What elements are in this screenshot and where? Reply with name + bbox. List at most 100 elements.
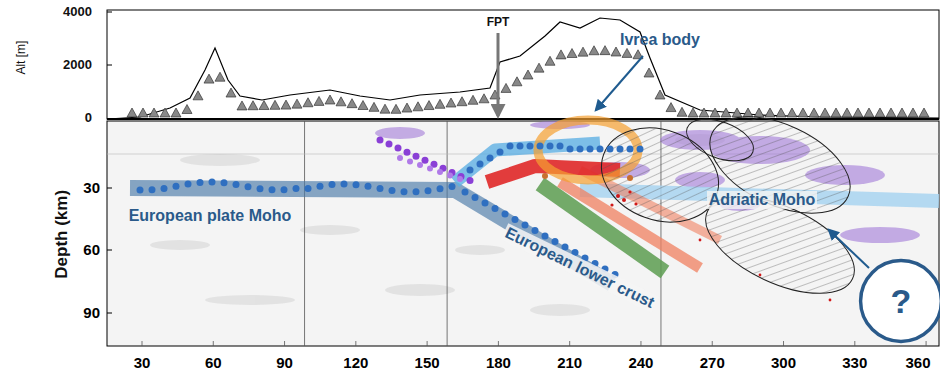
station-triangle <box>545 56 555 65</box>
station-triangle <box>919 108 929 117</box>
data-dot <box>149 186 156 193</box>
station-triangle <box>787 108 797 117</box>
data-dot <box>257 185 264 192</box>
station-triangle <box>908 108 918 117</box>
data-dot <box>245 183 252 190</box>
station-triangle <box>798 108 808 117</box>
data-dot <box>417 162 423 168</box>
axis-tick-label: 30 <box>134 355 151 372</box>
station-triangle <box>622 48 632 57</box>
data-dot <box>512 216 519 223</box>
data-dot <box>404 149 411 156</box>
station-triangle <box>754 108 764 117</box>
data-dot <box>305 185 312 192</box>
data-dot <box>317 183 324 190</box>
data-dot <box>293 185 300 192</box>
data-dot <box>587 146 594 153</box>
question-circle: ? <box>858 258 940 344</box>
data-dot <box>522 222 529 229</box>
station-triangle <box>171 108 181 117</box>
data-dot <box>537 143 544 150</box>
station-triangle <box>732 108 742 117</box>
data-dot <box>377 185 384 192</box>
axis-tick <box>569 341 570 346</box>
station-triangle <box>457 97 467 106</box>
station-triangle <box>347 99 357 108</box>
fault-label: FPT <box>487 16 510 29</box>
station-triangle <box>864 108 874 117</box>
axis-tick-label: 360 <box>905 355 930 372</box>
station-triangle <box>413 102 423 111</box>
axis-tick-label: 300 <box>771 355 796 372</box>
data-dot <box>269 186 276 193</box>
axis-tick <box>926 341 927 346</box>
node-text: ? <box>858 258 940 344</box>
station-triangle <box>138 108 148 117</box>
data-dot <box>437 185 444 192</box>
station-triangle <box>820 108 830 117</box>
station-triangle <box>875 108 885 117</box>
data-dot <box>137 186 144 193</box>
station-triangle <box>512 77 522 86</box>
station-triangle <box>776 108 786 117</box>
data-dot <box>637 146 644 153</box>
axis-tick-label: 90 <box>276 355 293 372</box>
axis-tick-label: 150 <box>415 355 440 372</box>
station-triangle <box>281 100 291 109</box>
station-triangle <box>358 101 368 110</box>
data-dot <box>542 233 549 240</box>
data-dot <box>507 143 514 150</box>
station-triangle <box>809 108 819 117</box>
axis-title: Depth (km) <box>53 190 72 279</box>
station-triangle <box>677 107 687 116</box>
axis-tick <box>498 341 499 346</box>
axis-tick <box>854 341 855 346</box>
data-dot <box>547 143 554 150</box>
data-dot <box>425 187 432 194</box>
station-triangle <box>886 108 896 117</box>
station-triangle <box>314 96 324 105</box>
station-triangle <box>567 49 577 58</box>
data-dot <box>477 161 484 168</box>
station-triangle <box>369 102 379 111</box>
data-dot <box>462 189 469 196</box>
station-triangle <box>831 108 841 117</box>
station-triangle <box>248 101 258 110</box>
data-dot <box>557 143 564 150</box>
data-dot <box>389 187 396 194</box>
data-dot <box>413 153 420 160</box>
data-dot <box>365 183 372 190</box>
station-triangle <box>699 108 709 117</box>
axis-tick <box>142 341 143 346</box>
axis-tick <box>355 341 356 346</box>
station-triangle <box>666 103 676 112</box>
station-triangle <box>336 97 346 106</box>
data-dot <box>597 146 604 153</box>
data-dot <box>532 227 539 234</box>
axis-title: Alt [m] <box>15 41 28 75</box>
data-dot <box>377 137 384 144</box>
axis-tick <box>712 341 713 346</box>
data-dot <box>482 200 489 207</box>
axis-tick-label: 60 <box>83 242 100 259</box>
axis-tick-label: 240 <box>628 355 653 372</box>
axis-tick-label: 4000 <box>63 5 92 19</box>
data-dot <box>161 185 168 192</box>
station-triangle <box>534 63 544 72</box>
station-triangle <box>424 101 434 110</box>
station-triangle <box>237 101 247 110</box>
data-dot <box>497 149 504 156</box>
station-triangle <box>270 100 280 109</box>
grid-line <box>447 121 448 346</box>
data-dot <box>487 155 494 162</box>
data-dot <box>467 167 474 174</box>
station-triangle <box>259 101 269 110</box>
structure-label: Ivrea body <box>620 31 700 49</box>
station-triangle <box>897 108 907 117</box>
station-triangle <box>446 98 456 107</box>
data-dot <box>492 205 499 212</box>
axis-tick <box>783 341 784 346</box>
data-dot <box>437 169 443 175</box>
station-triangle <box>655 90 665 99</box>
station-triangle <box>842 108 852 117</box>
